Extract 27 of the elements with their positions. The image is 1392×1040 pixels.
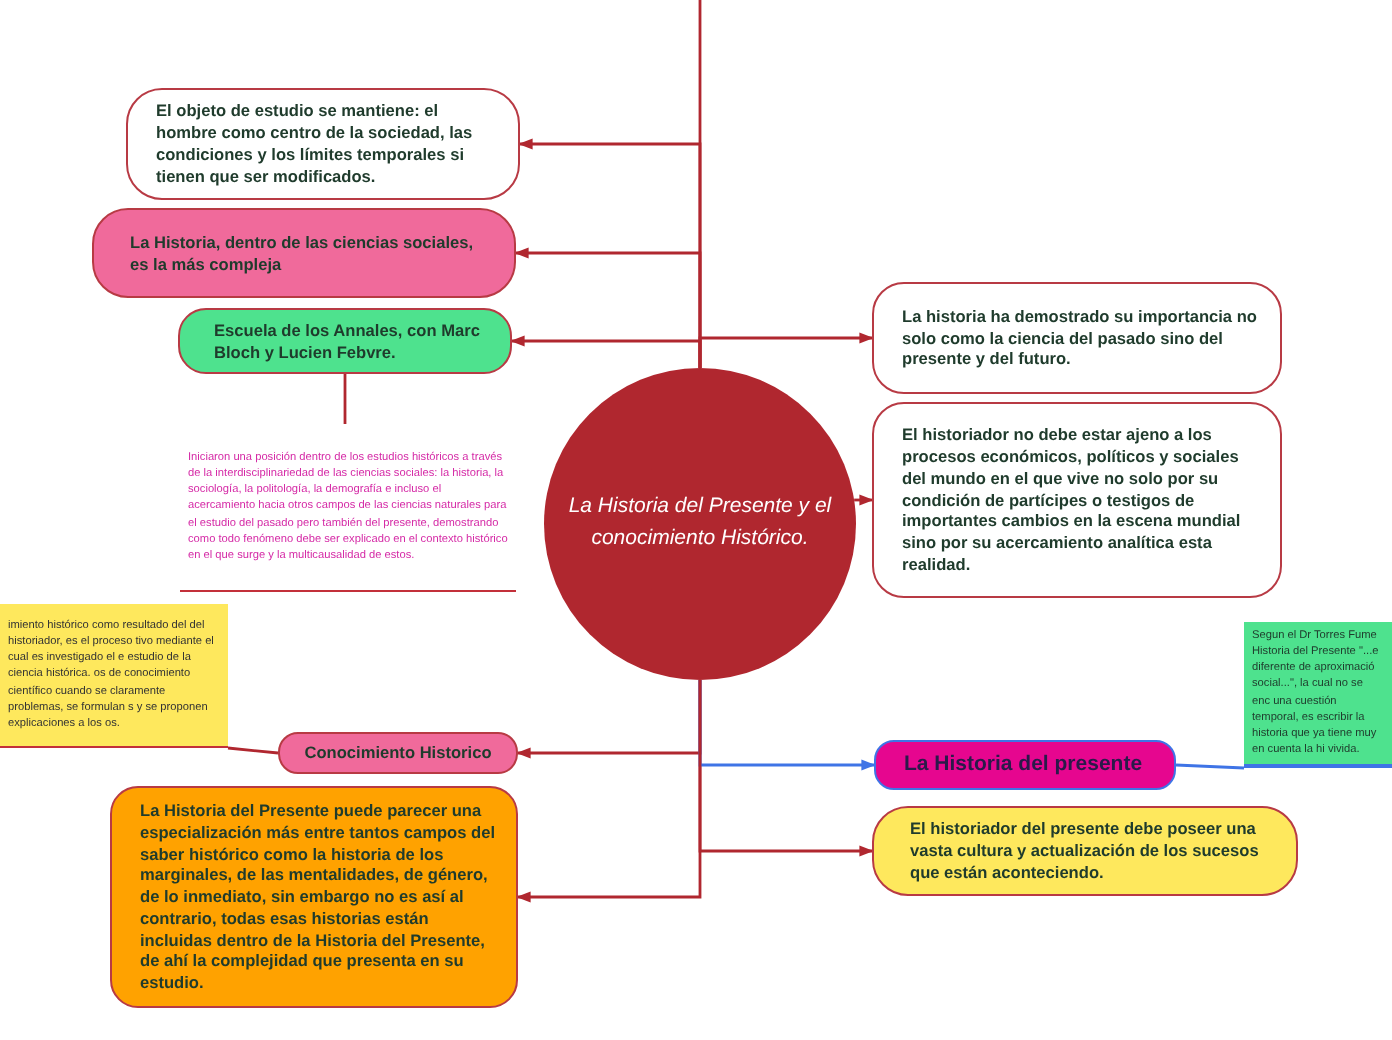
topic-text: El objeto de estudio se mantiene: el hombre como centro de la sociedad, las condiciones y los límites temporales si tienen que ser modificados. <box>156 100 475 188</box>
arrow <box>854 494 874 506</box>
topic-text: Conocimiento Historico <box>304 742 492 764</box>
arrow <box>698 680 874 857</box>
topic-text: El historiador no debe estar ajeno a los procesos económicos, políticos y sociales del mundo en el que vive no solo por su condición de partícipes o testigos de importantes cambios en la escena mundial sino por su acercamiento analítica esta realidad. <box>902 424 1243 576</box>
topic-box <box>278 732 518 774</box>
topic-box <box>874 740 1176 790</box>
topic-box <box>92 208 516 298</box>
topic-box <box>126 88 520 200</box>
topic-text: La historia ha demostrado su importancia no solo como la ciencia del pasado sino del presente y del futuro. <box>902 305 1259 371</box>
topic-box <box>872 402 1282 598</box>
note-card <box>1244 622 1392 768</box>
note-card <box>0 604 228 748</box>
topic-box <box>110 786 518 1008</box>
topic-text: El historiador del presente debe poseer una vasta cultura y actualización de los sucesos que están aconteciendo. <box>910 818 1261 884</box>
topic-box <box>872 806 1298 896</box>
topic-text: Escuela de los Annales, con Marc Bloch y Lucien Febvre. <box>214 319 482 363</box>
connector-line <box>1175 763 1245 770</box>
central-topic-text: La Historia del Presente y el conocimiento Histórico. <box>566 492 834 554</box>
topic-text: La Historia, dentro de las ciencias sociales, es la más compleja <box>130 231 476 275</box>
topic-text: La Historia del presente <box>904 751 1143 779</box>
topic-box <box>178 308 512 374</box>
connector-line <box>227 746 279 755</box>
topic-text: La Historia del Presente puede parecer una especialización más entre tantos campos del saber histórico como la historia de los marginales, de las mentalidades, de género, de lo inmediato, sin embargo no es así al contrario, todas esas historias están incluidas dentro de la Historia del Presente, de ahí la complejidad que presenta en su estudio. <box>140 799 498 995</box>
topic-box <box>872 282 1282 394</box>
connector-line <box>343 374 347 424</box>
arrow <box>698 332 874 368</box>
